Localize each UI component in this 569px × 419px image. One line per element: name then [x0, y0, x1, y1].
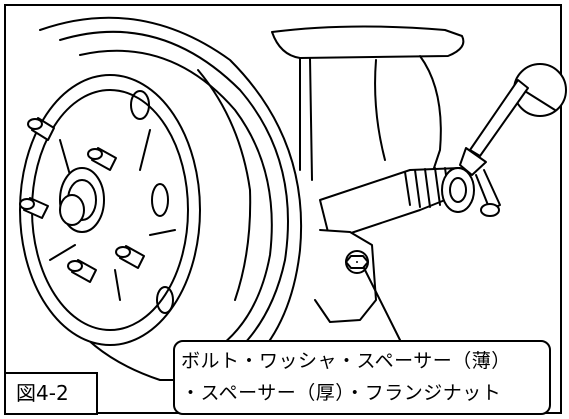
callout-line-2: ・スペーサー（厚）・フランジナット [181, 382, 502, 404]
leader-line [363, 267, 401, 341]
parts-callout: ボルト・ワッシャ・スペーサー（薄） ・スペーサー（厚）・フランジナット [173, 340, 551, 415]
drum-holes [130, 90, 174, 314]
figure-label: 図4-2 [4, 372, 98, 415]
wheel-studs [19, 117, 145, 283]
wrench-tool [459, 63, 567, 217]
knuckle-bracket [314, 229, 377, 323]
callout-line-1: ボルト・ワッシャ・スペーサー（薄） [181, 350, 511, 372]
link-arm [319, 167, 475, 241]
upper-mount [271, 25, 465, 181]
